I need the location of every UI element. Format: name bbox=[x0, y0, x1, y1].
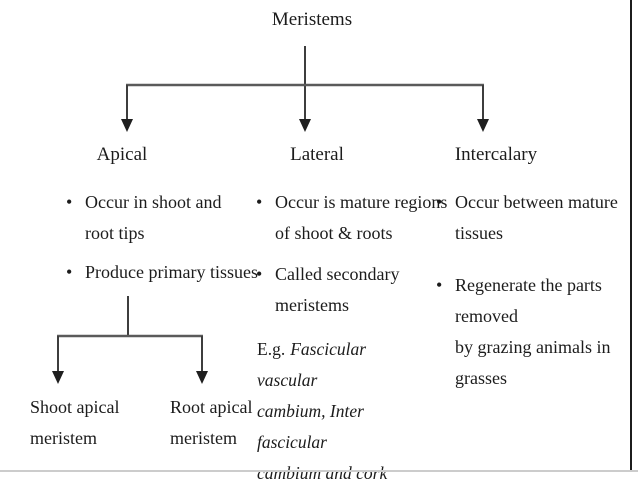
bullet-icon: • bbox=[66, 262, 73, 282]
bullet-icon: • bbox=[256, 192, 263, 212]
list-item: • Occur is mature regions of shoot & roo… bbox=[256, 187, 447, 249]
slide-bottom-border bbox=[0, 470, 638, 472]
apical-bullet-list: • Occur in shoot and root tips • Produce… bbox=[66, 187, 258, 288]
branch-heading-intercalary: Intercalary bbox=[454, 144, 538, 165]
bullet-icon: • bbox=[256, 264, 263, 284]
leaf-node-root-apical-meristem: Root apical meristem bbox=[170, 397, 253, 448]
list-item: • Occur in shoot and root tips bbox=[66, 187, 258, 249]
bullet-text: Occur in shoot and root tips bbox=[85, 192, 222, 243]
bullet-text: Regenerate the parts removed by grazing … bbox=[455, 275, 611, 388]
intercalary-bullet-list: • Occur between mature tissues • Regener… bbox=[436, 187, 638, 394]
lateral-arrowhead-icon bbox=[299, 119, 311, 132]
root-node-meristems: Meristems bbox=[271, 9, 353, 30]
example-prefix: E.g. bbox=[257, 339, 286, 359]
branch-heading-lateral: Lateral bbox=[290, 144, 344, 165]
list-item: • Regenerate the parts removed by grazin… bbox=[436, 270, 638, 394]
bullet-icon: • bbox=[436, 275, 443, 295]
example-text: Fascicular vascular cambium, Inter fasci… bbox=[257, 339, 388, 479]
apical-arrowhead-icon bbox=[121, 119, 133, 132]
list-item: • Called secondary meristems bbox=[256, 259, 447, 321]
branch-heading-apical: Apical bbox=[96, 144, 148, 165]
list-item: • Occur between mature tissues bbox=[436, 187, 638, 249]
bullet-icon: • bbox=[436, 192, 443, 212]
bullet-icon: • bbox=[66, 192, 73, 212]
bullet-text: Produce primary tissues bbox=[85, 262, 258, 282]
root-arrowhead-icon bbox=[196, 371, 208, 384]
lateral-bullet-list: • Occur is mature regions of shoot & roo… bbox=[256, 187, 447, 321]
bullet-text: Occur between mature tissues bbox=[455, 192, 618, 243]
list-item: • Produce primary tissues bbox=[66, 257, 258, 288]
bullet-text: Called secondary meristems bbox=[275, 264, 400, 315]
leaf-node-shoot-apical-meristem: Shoot apical meristem bbox=[30, 397, 120, 448]
bullet-text: Occur is mature regions of shoot & roots bbox=[275, 192, 448, 243]
lateral-example-note: E.g.Fascicular vascular cambium, Inter f… bbox=[257, 334, 427, 479]
shoot-arrowhead-icon bbox=[52, 371, 64, 384]
slide-right-border bbox=[630, 0, 632, 472]
intercalary-arrowhead-icon bbox=[477, 119, 489, 132]
